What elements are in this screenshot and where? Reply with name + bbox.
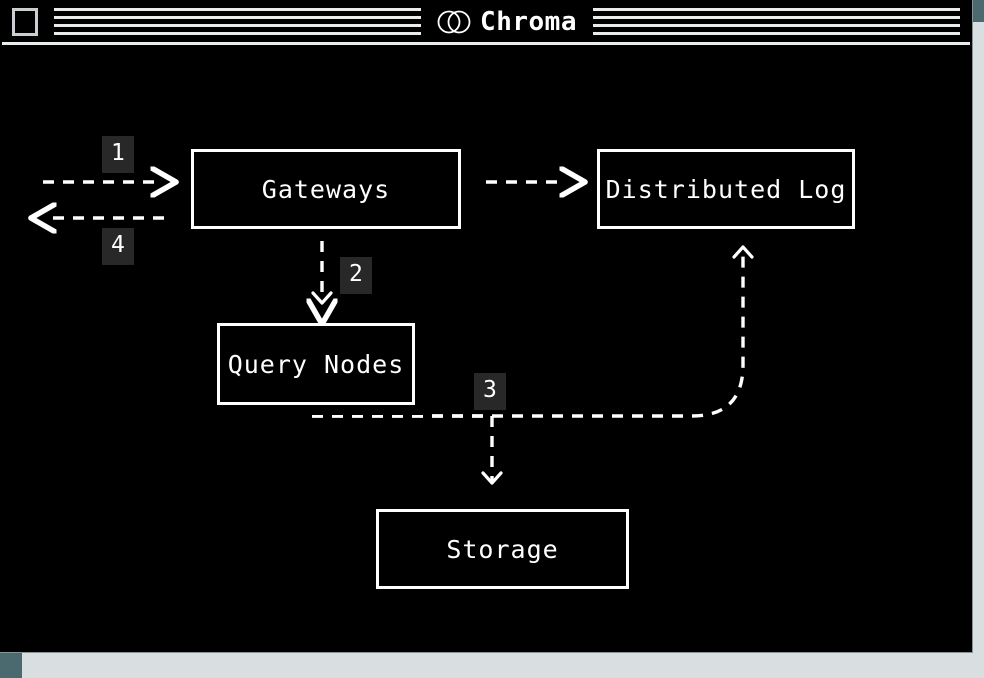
overlapping-circles-logo-icon [437,10,471,34]
step-badge-4: 4 [102,228,134,265]
node-label-distributed-log: Distributed Log [605,174,847,204]
node-body: Storage [376,509,629,589]
window-titlebar[interactable]: Chroma [2,2,970,45]
titlebar-stripes-right [592,7,961,37]
node-body: Distributed Log [597,149,855,229]
window-title-group: Chroma [421,2,593,42]
edge-3-query-nodes-to-storage [312,414,494,482]
arrowhead-down-storage [481,471,503,485]
window-title: Chroma [480,7,577,37]
node-label-storage: Storage [446,534,559,564]
node-gateways[interactable]: Gateways [191,149,471,239]
desktop-accent-bottom-left [0,652,22,678]
node-body: Query Nodes [217,323,415,405]
node-label-query-nodes: Query Nodes [227,349,405,379]
node-storage[interactable]: Storage [376,509,639,599]
chroma-window: Chroma [0,0,972,652]
node-label-gateways: Gateways [261,174,391,204]
step-badge-3: 3 [474,373,506,410]
node-distributed-log[interactable]: Distributed Log [597,149,865,239]
node-body: Gateways [191,149,461,229]
diagram-edges [2,45,754,485]
edge-query-nodes-to-distributed-log [312,252,745,418]
step-badge-1: 1 [102,136,134,173]
arrowhead-down-query-nodes [311,291,333,305]
node-query-nodes[interactable]: Query Nodes [217,323,425,415]
window-close-button[interactable] [12,8,38,36]
arrowhead-up-distributed-log [732,245,754,259]
diagram-canvas: Gateways Distributed Log Query Nodes Sto… [2,45,970,651]
titlebar-stripes-left [54,7,422,37]
step-badge-2: 2 [340,257,372,294]
